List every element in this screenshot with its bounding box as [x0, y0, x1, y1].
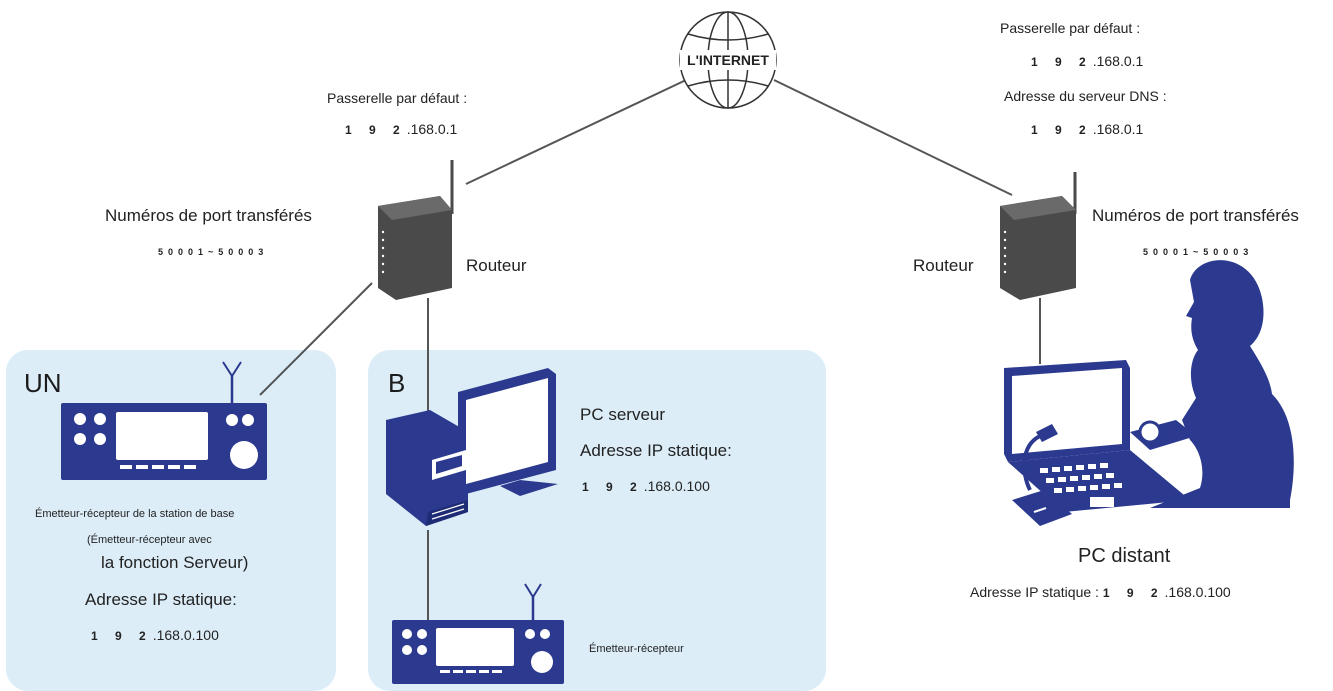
left-ports-value: 50001~50003	[158, 247, 269, 257]
transceiver-icon	[392, 583, 564, 684]
left-gateway-ip: 1 9 2.168.0.1	[345, 121, 458, 137]
right-router-icon	[1000, 172, 1077, 300]
left-ports-label: Numéros de port transférés	[105, 206, 312, 225]
server-pc-label: PC serveur	[580, 405, 666, 424]
base-station-transceiver-icon	[61, 361, 267, 480]
panel-a-ip-label: Adresse IP statique:	[85, 590, 237, 609]
left-router-icon	[378, 160, 454, 300]
left-gateway-label: Passerelle par défaut :	[327, 90, 468, 106]
dns-server-label: Adresse du serveur DNS :	[1004, 88, 1167, 104]
panel-a-letter: UN	[24, 368, 62, 398]
internet-label: L'INTERNET	[687, 52, 769, 68]
remote-ip: Adresse IP statique : 1 9 2.168.0.100	[970, 584, 1231, 600]
link-internet-right-router	[773, 79, 1013, 196]
server-pc-icon	[386, 368, 558, 526]
link-internet-left-router	[465, 79, 687, 185]
right-gateway-label: Passerelle par défaut :	[1000, 20, 1141, 36]
panel-b-ip: 1 9 2.168.0.100	[582, 478, 710, 494]
base-station-label: Émetteur-récepteur de la station de base	[35, 508, 235, 520]
dns-server-ip: 1 9 2.168.0.1	[1031, 121, 1144, 137]
server-function-note-1: (Émetteur-récepteur avec	[87, 534, 212, 546]
transceiver-label: Émetteur-récepteur	[589, 643, 684, 655]
remote-operator-icon	[1004, 260, 1294, 526]
link-left-router-transceiver-a	[259, 282, 373, 396]
right-gateway-ip: 1 9 2.168.0.1	[1031, 53, 1144, 69]
right-ports-label: Numéros de port transférés	[1092, 206, 1299, 225]
panel-b-ip-label: Adresse IP statique:	[580, 441, 732, 460]
right-ports-value: 50001~50003	[1143, 247, 1254, 257]
panel-a-ip: 1 9 2.168.0.100	[91, 627, 219, 643]
remote-pc-label: PC distant	[1078, 545, 1171, 567]
left-router-label: Routeur	[466, 256, 527, 275]
panel-b-letter: B	[388, 368, 406, 398]
server-function-note-2: la fonction Serveur)	[101, 553, 249, 572]
right-router-label: Routeur	[913, 256, 974, 275]
